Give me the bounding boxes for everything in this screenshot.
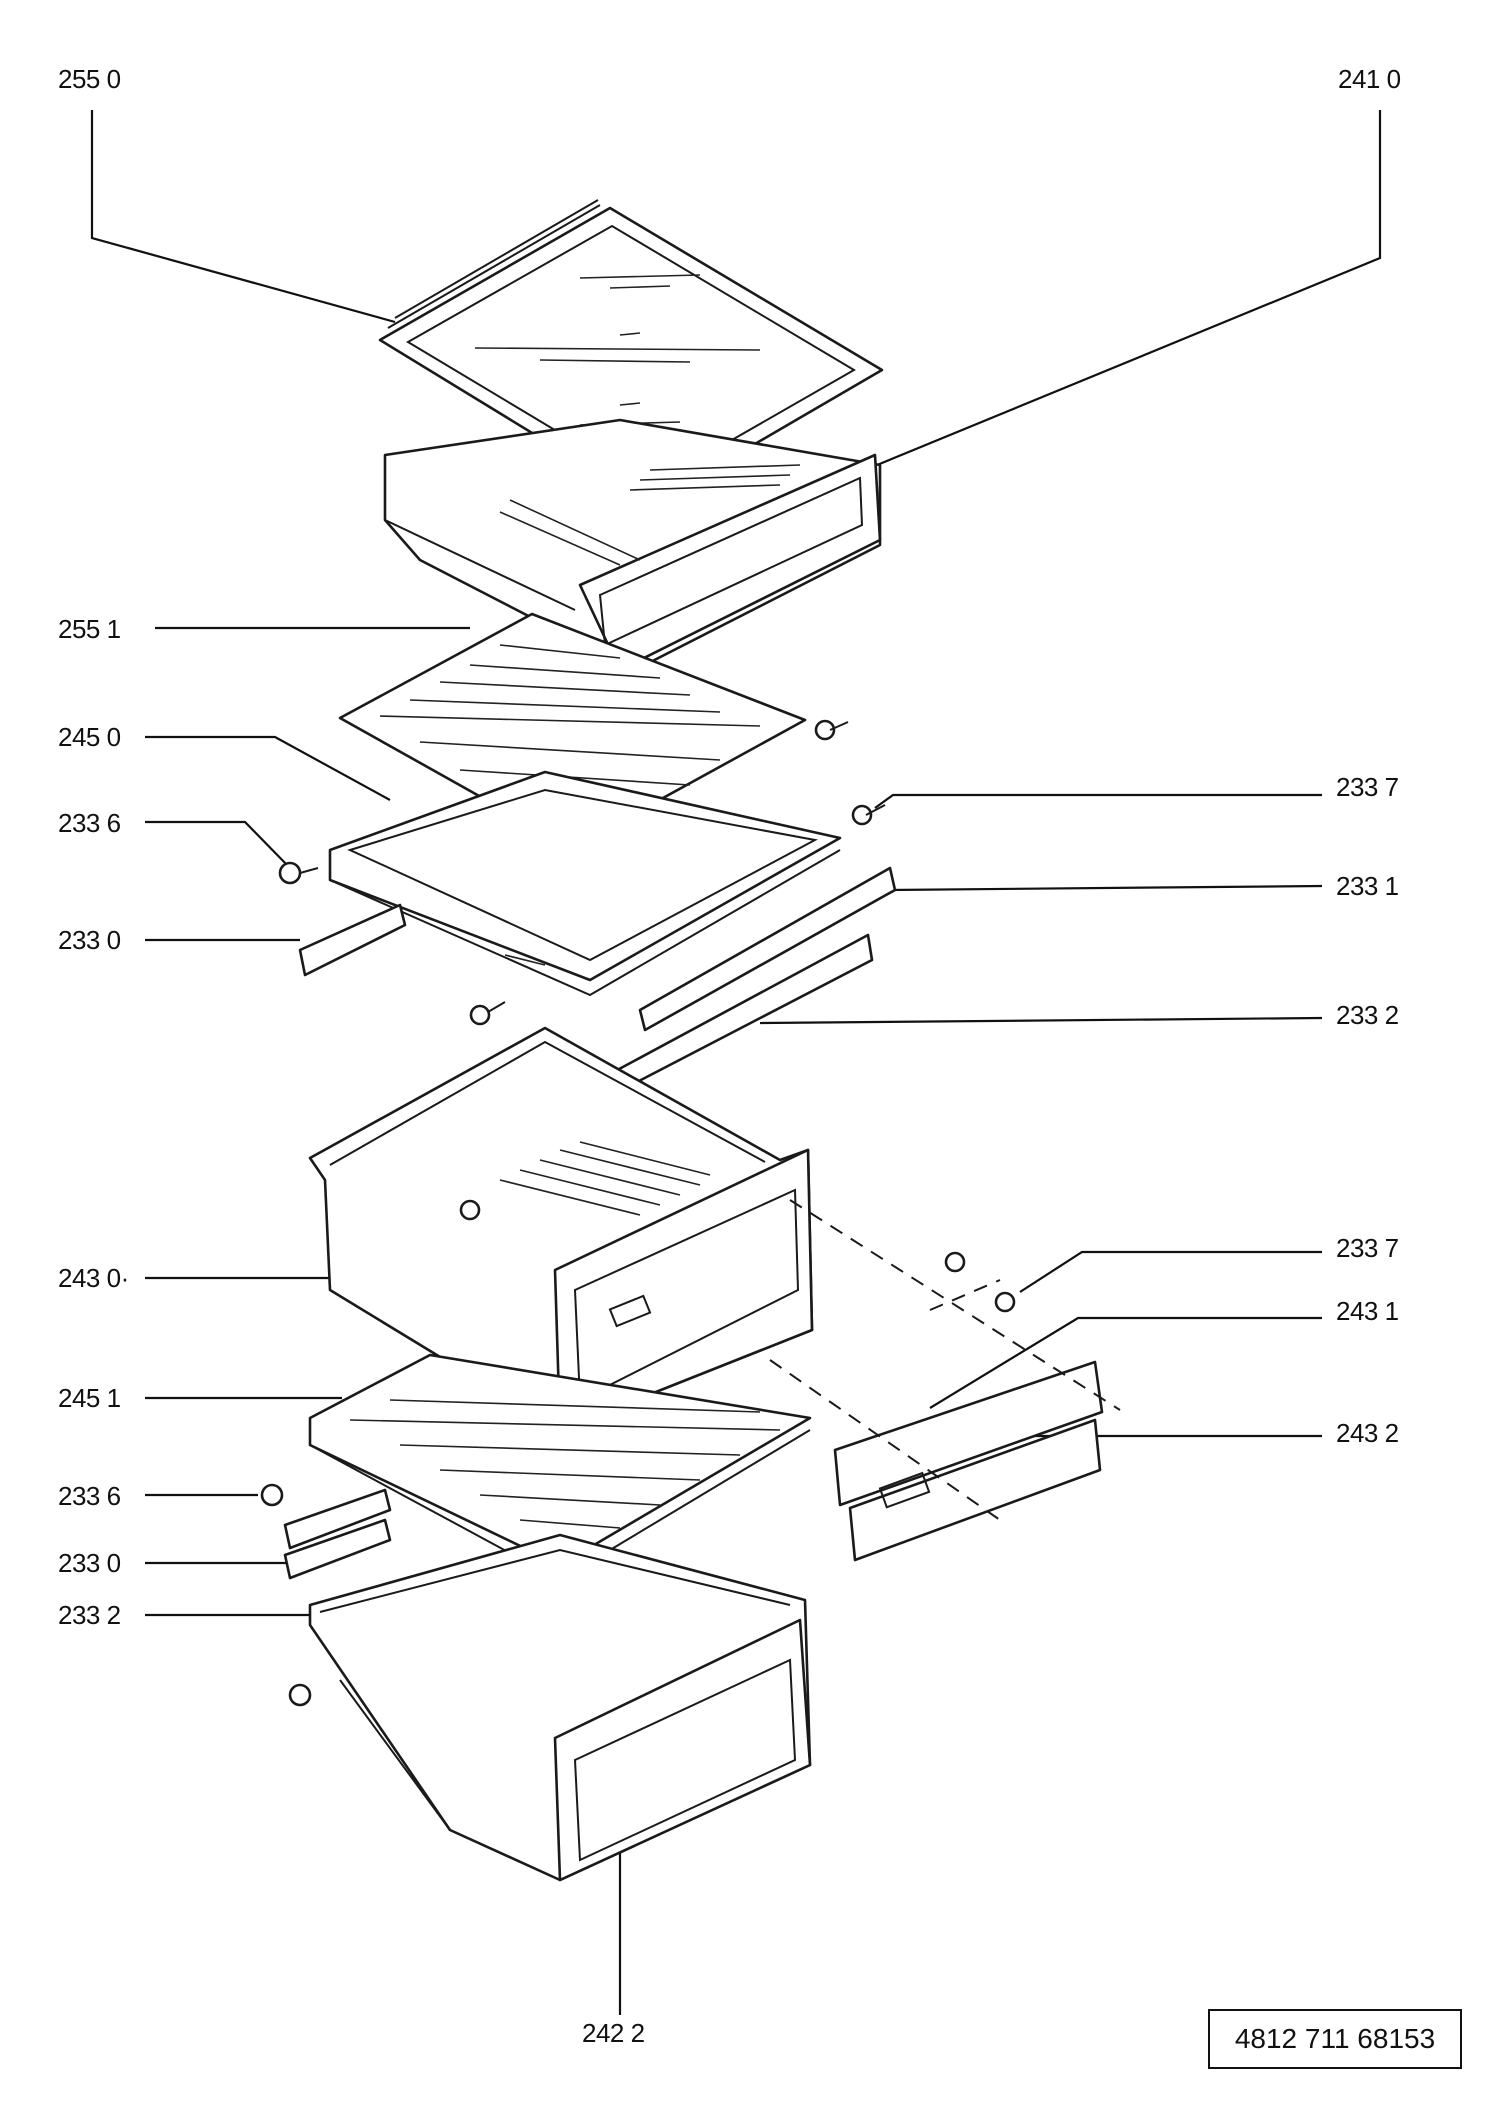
label-2337a: 233 7	[1336, 772, 1399, 802]
shelf-frame-upper	[328, 770, 842, 997]
label-2430: 243 0·	[58, 1263, 129, 1293]
rails-upper	[298, 866, 897, 1097]
leader-2431	[929, 1316, 1322, 1409]
bottom-drawer	[308, 1533, 812, 1882]
pins-upper	[278, 719, 886, 1026]
leader-2336a	[145, 820, 291, 869]
label-2336b: 233 6	[58, 1481, 121, 1511]
leader-2410	[864, 110, 1382, 472]
label-2410: 241 0	[1338, 64, 1401, 94]
label-2550: 255 0	[58, 64, 121, 94]
label-2450: 245 0	[58, 722, 121, 752]
leader-2331	[887, 884, 1323, 892]
pins-lower	[260, 1199, 1016, 1707]
label-2337b: 233 7	[1336, 1233, 1399, 1263]
document-number: 4812 711 68153	[1234, 2023, 1436, 2054]
label-2330a: 233 0	[58, 925, 121, 955]
middle-drawer	[308, 1026, 814, 1432]
glass-shelf-top	[378, 199, 884, 507]
label-2451: 245 1	[58, 1383, 121, 1413]
label-2551: 255 1	[58, 614, 121, 644]
document-number-box: 4812 711 68153	[1208, 2009, 1462, 2069]
leader-2550	[90, 110, 396, 324]
label-2331: 233 1	[1336, 871, 1399, 901]
rails-lower	[283, 1488, 392, 1580]
shelf-frame-lower	[308, 1353, 812, 1582]
label-2330b: 233 0	[58, 1548, 121, 1578]
label-2336a: 233 6	[58, 808, 121, 838]
trim-strip	[833, 1360, 1104, 1562]
leader-2332a	[759, 1016, 1323, 1025]
leader-2337a	[874, 793, 1322, 809]
label-2332b: 233 2	[58, 1600, 121, 1630]
leader-2337b	[1019, 1250, 1322, 1293]
leader-2450	[145, 735, 391, 801]
label-2332a: 233 2	[1336, 1000, 1399, 1030]
label-2431: 243 1	[1336, 1296, 1399, 1326]
upper-drawer	[383, 418, 882, 677]
assembly-lines	[769, 1199, 1121, 1521]
label-2432: 243 2	[1336, 1418, 1399, 1448]
label-2422: 242 2	[582, 2018, 645, 2048]
